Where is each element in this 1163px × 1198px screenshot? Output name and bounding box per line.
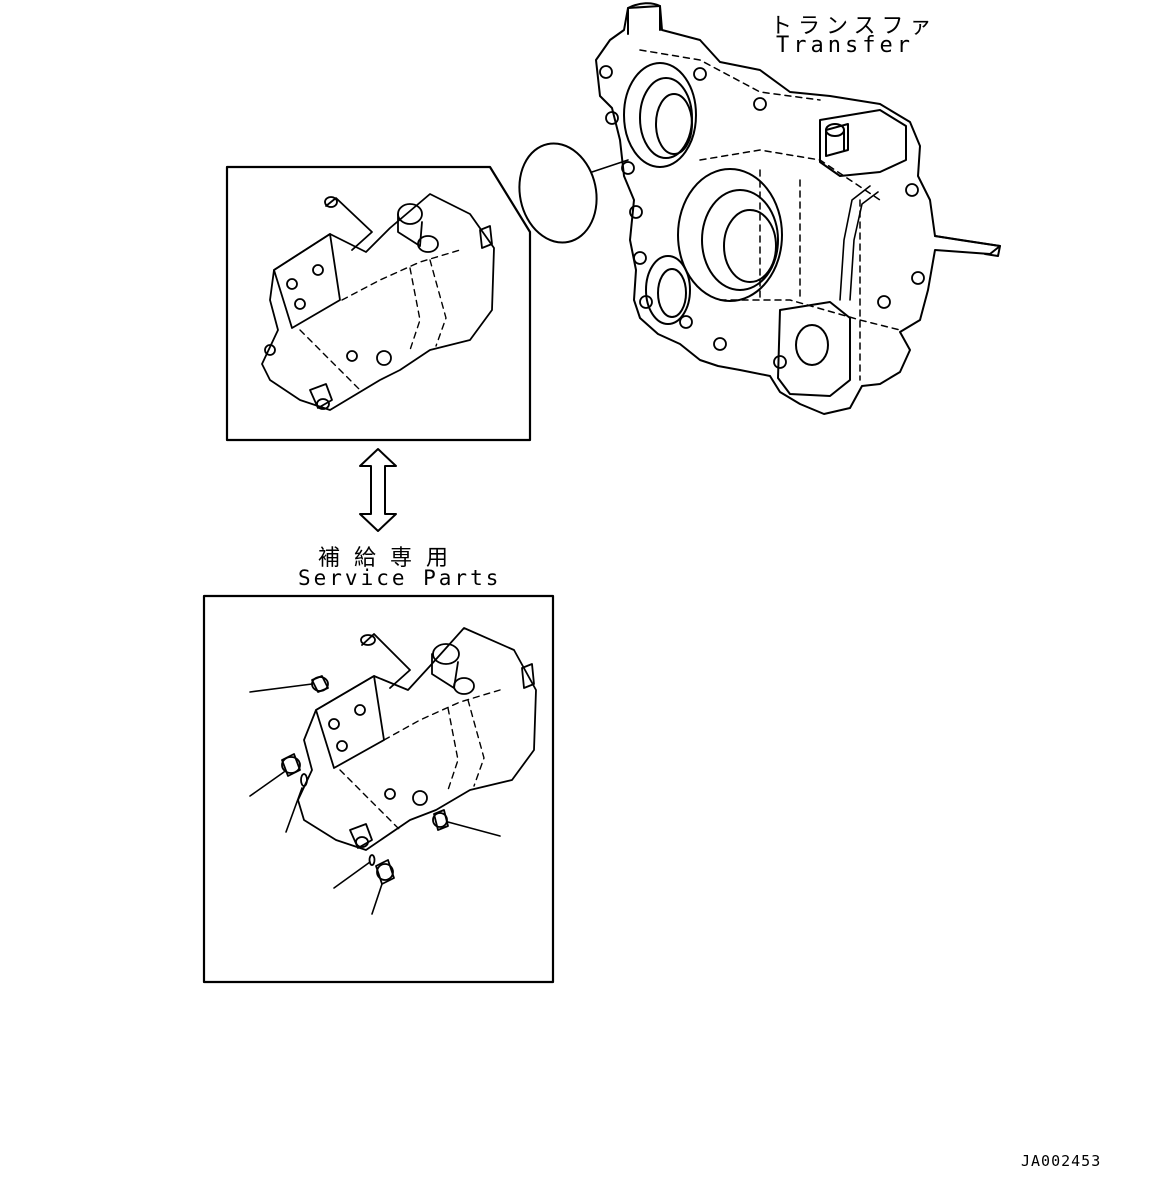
drawing-code: JA002453 — [1021, 1152, 1102, 1170]
plug-fitting-3 — [432, 809, 501, 837]
o-ring-leader-line — [591, 159, 629, 173]
o-ring-illustration — [518, 142, 629, 244]
service-fittings — [249, 675, 501, 915]
service-parts-label-en: Service Parts — [298, 566, 502, 590]
transfer-housing-illustration — [595, 2, 1001, 415]
plug-fitting-4 — [333, 854, 395, 915]
transfer-label-jp: トランスファ — [770, 14, 938, 39]
transfer-label-en: Transfer — [776, 33, 914, 58]
plug-fitting-2 — [249, 753, 308, 833]
service-parts-frame — [202, 594, 555, 984]
service-parts-label-jp: 補給専用 — [318, 546, 463, 571]
double-arrow-icon — [359, 448, 397, 532]
pump-assembly-illustration — [261, 193, 495, 411]
assembly-frame — [225, 165, 532, 442]
service-pump-illustration — [297, 627, 537, 851]
plug-fitting-1 — [249, 675, 329, 693]
